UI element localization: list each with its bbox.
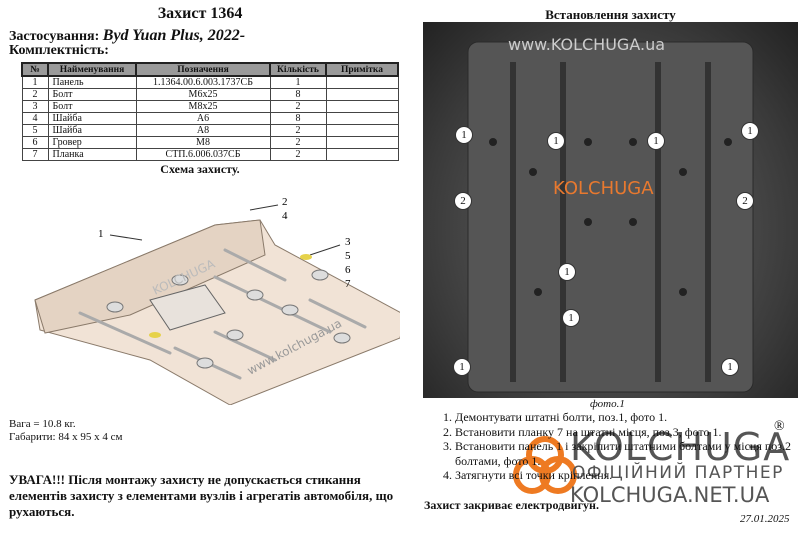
warning-text: УВАГА!!! Після монтажу захисту не допуск… [9,472,394,519]
callout-3: 3 [345,236,351,248]
partner-subtitle: ОФІЦІЙНИЙ ПАРТНЕР [572,463,784,483]
col-header: Примітка [325,62,399,77]
schema-title: Схема захисту. [160,162,240,176]
photo-callout: 1 [647,132,665,150]
col-header: № [21,62,49,77]
table-cell: Шайба [47,112,137,125]
installation-photo: www.KOLCHUGA.ua KOLCHUGA 1 1 1 1 2 2 1 1… [423,22,798,398]
table-cell [325,136,399,149]
installation-steps: Демонтувати штатні болти, поз.1, фото 1.… [435,410,795,483]
photo-watermark: www.KOLCHUGA.ua [508,35,665,54]
table-cell: Гровер [47,136,137,149]
table-cell: 1 [269,75,327,89]
application-label: Застосування: [9,29,100,44]
photo-callout: 1 [547,132,565,150]
table-cell: М8 [135,136,271,149]
cover-note: Захист закриває електродвигун. [424,498,599,512]
table-cell: М8х25 [135,100,271,113]
table-cell [325,75,399,89]
table-cell: 5 [21,124,49,137]
table-cell: 1.1364.00.6.003.1737СБ [135,75,271,89]
table-cell: 1 [21,75,49,89]
callout-2: 2 [282,196,288,208]
table-cell [325,112,399,125]
table-cell: СТП.6.006.037СБ [135,148,271,161]
step: Демонтувати штатні болти, поз.1, фото 1. [455,410,795,425]
specs: Вага = 10.8 кг. Габарити: 84 х 95 х 4 см [9,418,122,444]
photo-title: Встановлення захисту [545,7,676,22]
table-cell: 8 [269,112,327,125]
table-cell: 2 [269,136,327,149]
photo-callout: 2 [736,192,754,210]
col-header: Найменування [47,62,137,77]
application: Застосування: Byd Yuan Plus, 2022- [9,27,245,45]
photo-callout: 1 [455,126,473,144]
table-cell: 2 [269,124,327,137]
photo-callout: 1 [453,358,471,376]
table-cell: А8 [135,124,271,137]
registered-mark: ® [774,419,785,434]
table-cell: Болт [47,100,137,113]
photo-logo: KOLCHUGA [553,178,654,199]
table-cell: Панель [47,75,137,89]
application-value: Byd Yuan Plus, 2022- [102,27,246,44]
partner-url: KOLCHUGA.NET.UA [570,483,770,507]
table-cell: 3 [21,100,49,113]
weight: Вага = 10.8 кг. [9,418,76,430]
callout-4: 4 [282,210,288,222]
table-cell: А6 [135,112,271,125]
table-cell: 2 [269,100,327,113]
photo-callout: 1 [562,309,580,327]
table-cell: Болт [47,88,137,101]
col-header: Позначення [135,62,271,77]
table-cell: 8 [269,88,327,101]
table-cell: Шайба [47,124,137,137]
table-cell: 2 [269,148,327,161]
table-cell [325,148,399,161]
table-cell: 4 [21,112,49,125]
step: Встановити планку 7 на штатні місця, поз… [455,425,795,440]
photo-callout: 1 [741,122,759,140]
photo-caption: фото.1 [590,398,625,410]
table-cell [325,88,399,101]
table-cell [325,124,399,137]
page-title: Захист 1364 [157,5,243,22]
protection-schema-drawing: www.kolchuga.ua KOLCHUGA 1 2 4 3 5 6 7 [34,196,400,405]
photo-callout: 1 [558,263,576,281]
table-cell [325,100,399,113]
callout-1: 1 [98,228,104,240]
step: Затягнути всі точки кріплення. [455,468,795,483]
kit-label: Комплектність: [9,43,109,58]
callout-7: 7 [345,278,351,290]
date: 27.01.2025 [740,513,790,525]
partner-logo: KOLCHUGA ® ОФІЦІЙНИЙ ПАРТНЕР KOLCHUGA.NE… [510,419,795,510]
photo-callout: 1 [721,358,739,376]
partner-brand: KOLCHUGA [570,425,791,469]
table-cell: 7 [21,148,49,161]
table-cell: М6х25 [135,88,271,101]
rings-logo-icon [513,436,577,494]
table-cell: 6 [21,136,49,149]
table-cell: Планка [47,148,137,161]
callout-6: 6 [345,264,351,276]
photo-callout: 2 [454,192,472,210]
table-cell: 2 [21,88,49,101]
step: Встановити панель 1 і закріпити штатними… [455,439,795,468]
callout-5: 5 [345,250,351,262]
parts-table: № Найменування Позначення Кількість Прим… [21,62,399,161]
dimensions: Габарити: 84 х 95 х 4 см [9,431,123,443]
col-header: Кількість [269,62,327,77]
